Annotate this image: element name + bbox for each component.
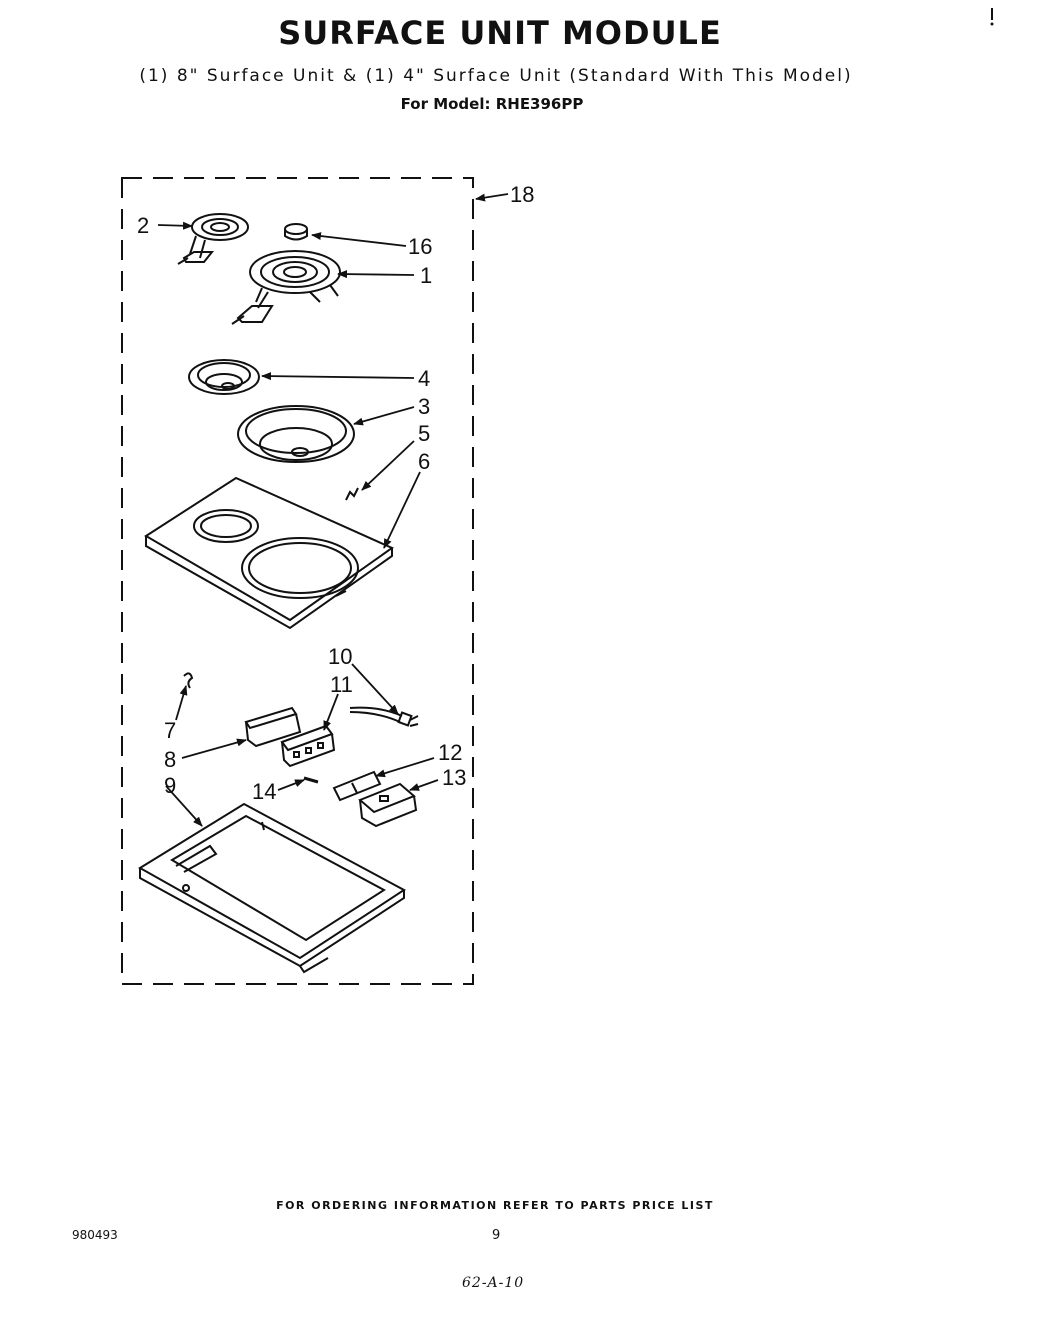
callout-4: 4 bbox=[418, 366, 430, 391]
pin-part bbox=[303, 776, 319, 784]
page-title: SURFACE UNIT MODULE bbox=[278, 14, 722, 52]
scan-mark bbox=[990, 22, 994, 26]
large-surface-unit bbox=[231, 250, 341, 325]
wiring-harness bbox=[349, 706, 419, 727]
callout-7: 7 bbox=[164, 718, 176, 743]
screw-part bbox=[183, 672, 194, 689]
large-drip-bowl bbox=[237, 405, 355, 463]
callout-6: 6 bbox=[418, 449, 430, 474]
callout-18: 18 bbox=[510, 182, 534, 207]
handwritten-note: 62-A-10 bbox=[462, 1275, 525, 1291]
callout-5: 5 bbox=[418, 421, 430, 446]
callout-2: 2 bbox=[137, 213, 149, 238]
page-number: 9 bbox=[492, 1228, 501, 1243]
callout-11: 11 bbox=[330, 672, 353, 697]
knob-part bbox=[284, 223, 308, 241]
callout-9: 9 bbox=[164, 773, 176, 798]
bracket-part bbox=[358, 782, 418, 828]
clip-part bbox=[345, 487, 359, 501]
callout-10: 10 bbox=[328, 644, 352, 669]
document-number: 980493 bbox=[72, 1228, 118, 1242]
small-surface-unit bbox=[177, 213, 249, 265]
small-drip-bowl bbox=[188, 359, 260, 395]
leader-lines bbox=[157, 193, 509, 827]
callout-14: 14 bbox=[252, 779, 276, 804]
callout-13: 13 bbox=[442, 765, 466, 790]
terminal-cover bbox=[244, 706, 302, 748]
callout-3: 3 bbox=[418, 394, 430, 419]
bottom-pan bbox=[138, 802, 406, 974]
insulator-part bbox=[332, 770, 382, 802]
cooktop-panel bbox=[144, 476, 395, 630]
callout-12: 12 bbox=[438, 740, 462, 765]
callout-8: 8 bbox=[164, 747, 176, 772]
ordering-note: FOR ORDERING INFORMATION REFER TO PARTS … bbox=[276, 1199, 714, 1212]
terminal-block bbox=[280, 724, 336, 768]
callout-16: 16 bbox=[408, 234, 432, 259]
page-subtitle: (1) 8" Surface Unit & (1) 4" Surface Uni… bbox=[139, 66, 853, 86]
module-boundary bbox=[121, 177, 474, 985]
model-label: For Model: RHE396PP bbox=[400, 95, 584, 113]
callout-1: 1 bbox=[420, 263, 432, 288]
